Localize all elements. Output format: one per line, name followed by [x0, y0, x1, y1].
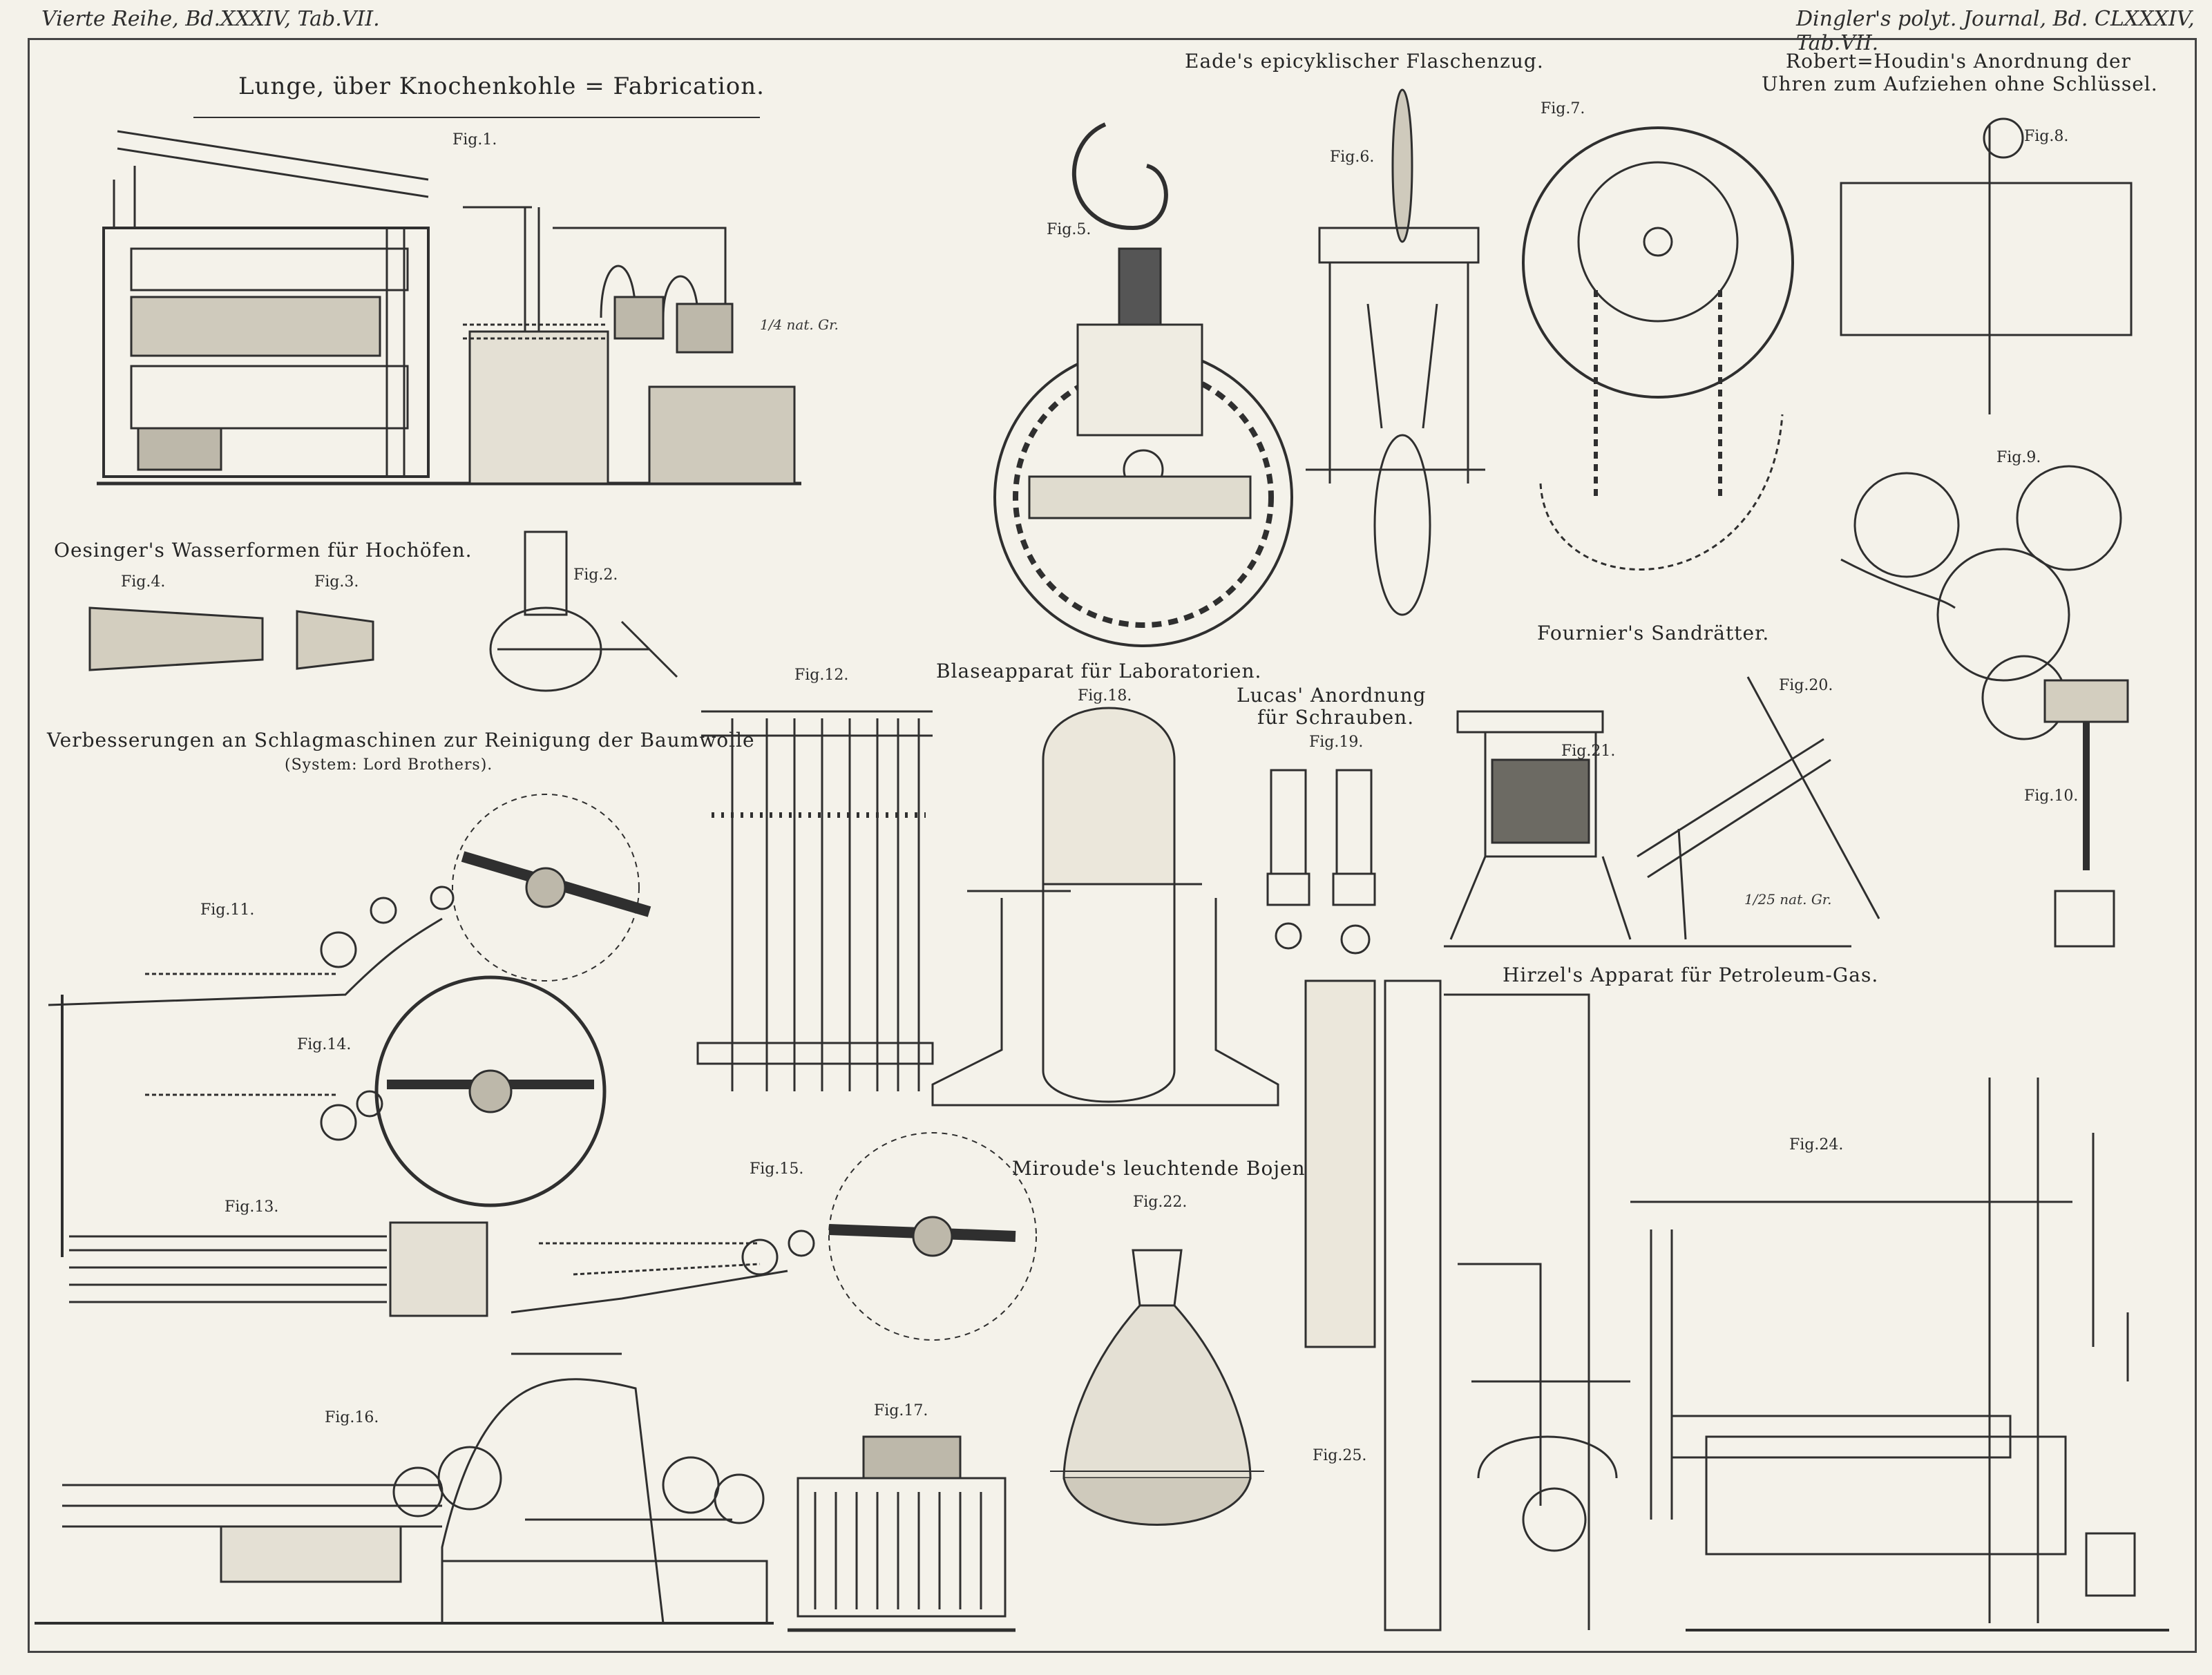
fig-3-label: Fig.3. [314, 573, 359, 591]
fig6-drawing [1306, 88, 1485, 616]
fig-25-label: Fig.25. [1313, 1447, 1367, 1464]
fig-10-label: Fig.10. [2024, 787, 2079, 805]
fig-17-label: Fig.17. [874, 1402, 928, 1419]
fig2-drawing [489, 530, 678, 692]
fig-21-label: Fig.21. [1561, 743, 1616, 760]
fig-1-label: Fig.1. [452, 131, 497, 149]
fig-15-label: Fig.15. [750, 1160, 804, 1178]
fig7-drawing [1522, 126, 1794, 571]
scale-note-fig1: 1/4 nat. Gr. [760, 316, 839, 333]
fig-11-label: Fig.11. [200, 901, 255, 919]
scale-note-fig20: 1/25 nat. Gr. [1744, 891, 1832, 908]
fig-8-label: Fig.8. [2024, 128, 2069, 145]
title-hirzel: Hirzel's Apparat für Petroleum-Gas. [1503, 964, 1879, 986]
fig12-drawing [696, 710, 934, 1091]
left-border [28, 38, 30, 1653]
fig-12-label: Fig.12. [794, 667, 849, 684]
plate-header-left: Vierte Reihe, Bd.XXXIV, Tab.VII. [41, 7, 380, 31]
fig22-drawing [1050, 1249, 1264, 1526]
fig16-drawing [35, 1378, 774, 1625]
title-lucas-line1: Lucas' Anordnung [1237, 684, 1427, 707]
title-eade: Eade's epicyklischer Flaschenzug. [1185, 50, 1544, 73]
fig3-fig4-cones [88, 606, 374, 671]
top-border [28, 38, 2197, 40]
fig17-drawing [788, 1435, 1016, 1632]
fig-4-label: Fig.4. [121, 573, 166, 591]
bottom-border [28, 1651, 2197, 1653]
fig18-drawing [931, 707, 1279, 1107]
title-fournier: Fournier's Sandrätter. [1537, 622, 1770, 644]
fig24-fig25-drawing [1304, 979, 2169, 1631]
fig-2-label: Fig.2. [573, 566, 618, 584]
fig-20-label: Fig.20. [1779, 677, 1833, 694]
fig-14-label: Fig.14. [297, 1036, 352, 1053]
fig-16-label: Fig.16. [325, 1409, 379, 1426]
title-schlagmaschinen: Verbesserungen an Schlagmaschinen zur Re… [47, 729, 755, 752]
plate-header-right: Dingler's polyt. Journal, Bd. CLXXXIV, T… [1796, 7, 2195, 55]
fig8-fig9-fig10-drawing [1840, 117, 2133, 948]
fig1-furnace-drawing [97, 117, 801, 486]
title-lord-brothers: (System: Lord Brothers). [285, 756, 493, 774]
fig-19-label: Fig.19. [1309, 734, 1364, 751]
fig-22-label: Fig.22. [1133, 1194, 1188, 1211]
fig20-fig21-drawing [1444, 676, 1880, 948]
fig-13-label: Fig.13. [225, 1198, 279, 1216]
fig-9-label: Fig.9. [1996, 449, 2041, 466]
fig-5-label: Fig.5. [1047, 221, 1091, 238]
fig5-pulley-drawing [993, 122, 1293, 647]
title-lucas-line2: für Schrauben. [1257, 706, 1415, 729]
fig-6-label: Fig.6. [1330, 149, 1375, 166]
right-border [2195, 38, 2197, 1653]
fig-18-label: Fig.18. [1078, 687, 1132, 705]
fig-7-label: Fig.7. [1541, 100, 1585, 117]
title-houdin-line2: Uhren zum Aufziehen ohne Schlüssel. [1762, 73, 2158, 95]
fig19-drawing [1266, 769, 1376, 955]
title-blaseapparat: Blaseapparat für Laboratorien. [936, 660, 1262, 682]
title-lunge: Lunge, über Knochenkohle = Fabrication. [238, 73, 765, 100]
fig13-drawing [61, 995, 488, 1317]
title-houdin-line1: Robert=Houdin's Anordnung der [1786, 50, 2131, 73]
title-miroude: Miroude's leuchtende Bojen. [1012, 1157, 1313, 1180]
title-oesinger: Oesinger's Wasserformen für Hochöfen. [54, 539, 473, 562]
fig11-14-15-beaters [48, 794, 1037, 1355]
fig-24-label: Fig.24. [1789, 1136, 1844, 1154]
